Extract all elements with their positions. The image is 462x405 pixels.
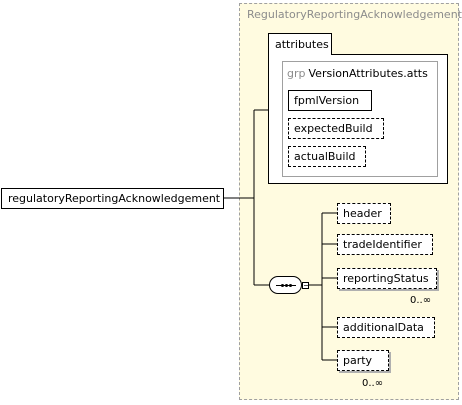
element-reportingstatus[interactable]: reportingStatus [337,268,437,289]
occurs-party: 0..∞ [362,378,384,389]
attribute-expectedbuild[interactable]: expectedBuild [288,118,384,139]
attribute-group-prefix: grp [287,67,306,80]
element-additionaldata[interactable]: additionalData [337,317,435,338]
sequence-compositor[interactable] [269,276,302,294]
attributes-tab: attributes [268,33,332,55]
sequence-dot [289,284,292,287]
element-header[interactable]: header [337,203,391,224]
attribute-fpmlversion[interactable]: fpmlVersion [288,90,372,111]
attribute-actualbuild[interactable]: actualBuild [288,146,366,167]
complex-type-title: RegulatoryReportingAcknowledgement [247,8,462,21]
sequence-dot [281,284,284,287]
element-tradeidentifier[interactable]: tradeIdentifier [337,234,433,255]
root-element-regulatoryreportingacknowledgement[interactable]: regulatoryReportingAcknowledgement [1,188,224,209]
sequence-collapse-icon[interactable]: − [302,281,310,290]
element-party[interactable]: party [337,350,389,371]
sequence-dot [285,284,288,287]
occurs-reportingstatus: 0..∞ [410,295,432,306]
attribute-group-name: VersionAttributes.atts [308,67,428,80]
attributes-tab-label: attributes [275,38,329,51]
